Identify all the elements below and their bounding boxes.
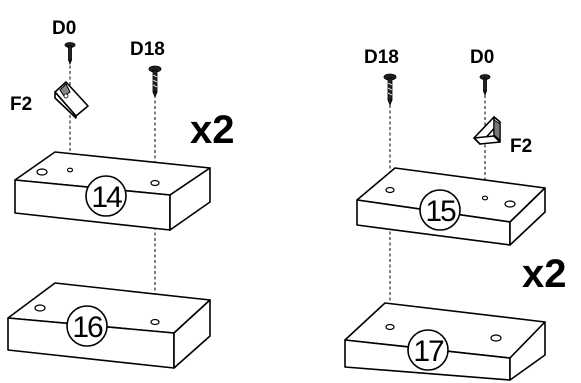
part-number-17: 17 [413, 335, 444, 368]
board-16: 16 [7, 282, 211, 369]
board-15: 15 [356, 167, 546, 246]
quantity-x2-left: x2 [190, 108, 235, 152]
label-d18-left: D18 [130, 39, 165, 60]
screw-d18-right-icon [383, 73, 397, 107]
label-f2-right: F2 [510, 136, 532, 157]
label-d18-right: D18 [364, 47, 399, 68]
board-14: 14 [14, 151, 211, 231]
label-f2-left: F2 [10, 94, 32, 115]
part-number-14: 14 [91, 181, 122, 214]
label-d0-left: D0 [52, 18, 76, 39]
label-d0-right: D0 [470, 47, 494, 68]
left-assembly: 16 14 D0 D18 [7, 18, 235, 369]
bracket-f2-right-icon [473, 116, 501, 145]
board-17: 17 [344, 302, 546, 381]
screw-d0-left-icon [64, 42, 76, 66]
part-number-circle [66, 305, 108, 347]
part-number-circle [407, 329, 449, 371]
right-assembly: 17 15 D18 D0 [344, 47, 567, 381]
part-number-circle [85, 175, 127, 217]
screw-d0-right-icon [479, 74, 491, 97]
part-number-circle [419, 189, 461, 231]
screw-d18-left-icon [148, 65, 162, 99]
part-number-16: 16 [72, 311, 103, 344]
bracket-f2-left-icon [54, 81, 89, 119]
part-number-15: 15 [425, 195, 456, 228]
quantity-x2-right: x2 [522, 252, 567, 296]
